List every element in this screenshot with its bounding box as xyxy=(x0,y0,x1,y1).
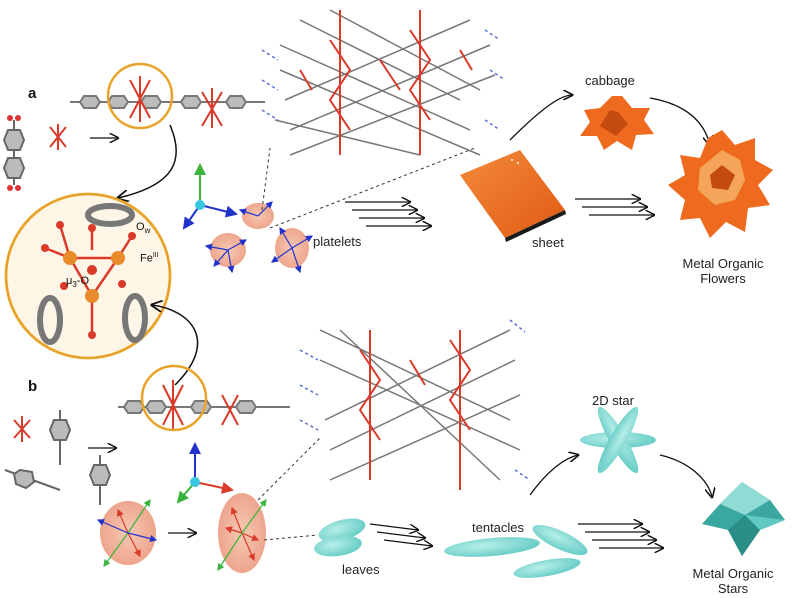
orange-sheet xyxy=(460,150,566,242)
leaves-shape xyxy=(314,518,366,557)
tentacles-shape xyxy=(444,524,588,578)
stars-title: Metal Organic Stars xyxy=(678,566,788,596)
cabbage-label: cabbage xyxy=(585,73,635,88)
panel-label-a: a xyxy=(28,85,37,102)
lattice-a xyxy=(261,9,506,156)
tentacles-label: tentacles xyxy=(472,520,525,535)
stars-title-line2: Stars xyxy=(717,581,749,596)
metal-organic-flower xyxy=(668,130,773,238)
star2d-label: 2D star xyxy=(592,393,634,408)
axes-a xyxy=(182,163,238,230)
cabbage-shape xyxy=(580,96,654,150)
flowers-title-line2: Flowers xyxy=(700,271,746,286)
flowers-title-line1: Metal Organic xyxy=(682,256,764,271)
leaves-label: leaves xyxy=(342,562,380,577)
red-cluster-symbol-b xyxy=(13,416,31,442)
sheet-label: sheet xyxy=(532,235,564,250)
red-cluster-symbol-a xyxy=(49,124,67,150)
fe3o-cluster-zoom xyxy=(4,192,172,360)
mu3-o-label: μ3-O xyxy=(66,275,90,290)
stars-title-line1: Metal Organic xyxy=(692,566,774,581)
linker-molecules-b xyxy=(4,410,112,505)
ow-label: Ow xyxy=(136,221,151,236)
flowers-title: Metal Organic Flowers xyxy=(668,256,778,286)
axes-b xyxy=(176,442,234,504)
metal-organic-star-3d xyxy=(702,482,785,556)
chain-b xyxy=(118,400,290,414)
panel-label-b: b xyxy=(28,378,38,395)
fe-label: FeIII xyxy=(140,252,159,265)
highlight-ring-a xyxy=(106,62,174,130)
chain-a xyxy=(70,95,265,109)
platelets-group xyxy=(204,201,314,274)
lattice-b xyxy=(299,319,531,490)
star-2d-shape xyxy=(580,406,656,474)
linker-molecule-a xyxy=(2,115,26,191)
pink-crystals-b xyxy=(96,493,267,573)
platelets-label: platelets xyxy=(313,234,362,249)
highlight-ring-b xyxy=(140,364,208,432)
